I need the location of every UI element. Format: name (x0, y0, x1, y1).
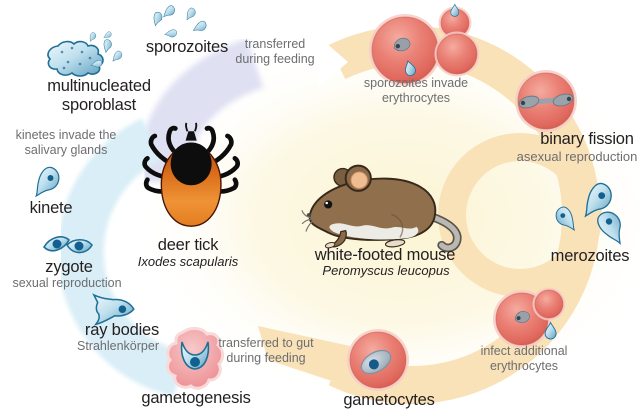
zygote-icon (42, 236, 93, 254)
band-arrow-notch (318, 36, 348, 88)
invaded-erythrocytes-icon (369, 4, 480, 86)
mouse-species: Peromyscus leucopus (322, 263, 450, 278)
transfer-gut-line2: during feeding (226, 351, 306, 365)
kinetes-invade-line2: salivary glands (24, 143, 108, 157)
transfer-feeding-line2: during feeding (235, 52, 315, 66)
sporoblast-icon (47, 40, 104, 77)
infect-additional-line2: erythrocytes (489, 359, 559, 373)
deer-tick-illustration (142, 122, 241, 227)
merozoites-label: merozoites (550, 247, 630, 265)
ray-bodies-icon (92, 293, 135, 326)
tick-sexual-cycle-arc (57, 118, 185, 397)
transfer-feeding-line1: transferred (244, 37, 306, 51)
white-footed-mouse-illustration (301, 164, 462, 253)
infect-additional-line1: infect additional (480, 344, 568, 358)
deer-tick-label: deer tick (157, 236, 219, 254)
gametogenesis-label: gametogenesis (141, 389, 251, 407)
zygote-sublabel: sexual reproduction (12, 276, 122, 290)
deer-tick-species: Ixodes scapularis (137, 254, 239, 269)
sporozoites-invade-line2: erythrocytes (381, 91, 451, 105)
kinetes-invade-line1: kinetes invade the (15, 128, 117, 142)
transfer-gut-line1: transferred to gut (218, 336, 314, 350)
infect-additional-note: infect additional erythrocytes (481, 344, 568, 374)
transfer-gut-note: transferred to gut during feeding (218, 336, 313, 366)
sporozoites-invade-line1: sporozoites invade (363, 76, 469, 90)
kinete-label: kinete (29, 199, 73, 217)
mouse-label: white-footed mouse (314, 246, 456, 264)
merozoites-icon (555, 182, 631, 244)
binary-fission-sublabel: asexual reproduction (516, 149, 638, 164)
sporozoites-invade-note: sporozoites invade erythrocytes (364, 76, 468, 106)
zygote-label: zygote (45, 258, 93, 276)
infect-erythrocytes-icon (493, 287, 566, 348)
binary-fission-cell-icon (515, 70, 577, 132)
gametogenesis-icon (166, 326, 225, 390)
kinetes-invade-note: kinetes invade the salivary glands (16, 128, 117, 158)
gut-transfer-taper (258, 326, 350, 387)
kinete-icon (35, 166, 60, 197)
binary-fission-label: binary fission (540, 130, 634, 148)
gametocytes-label: gametocytes (343, 391, 435, 409)
sporoblast-line2: sporoblast (61, 96, 137, 114)
sporoblast-label: multinucleated sporoblast (47, 77, 151, 115)
sporozoites-label: sporozoites (145, 38, 229, 56)
gametocytes-icon (347, 329, 409, 391)
ray-bodies-sublabel: Strahlenkörper (77, 339, 159, 353)
ray-bodies-label: ray bodies (84, 321, 160, 339)
sporoblast-line1: multinucleated (47, 77, 151, 95)
transfer-feeding-note: transferred during feeding (235, 37, 314, 67)
sporozoites-icon (150, 4, 208, 41)
